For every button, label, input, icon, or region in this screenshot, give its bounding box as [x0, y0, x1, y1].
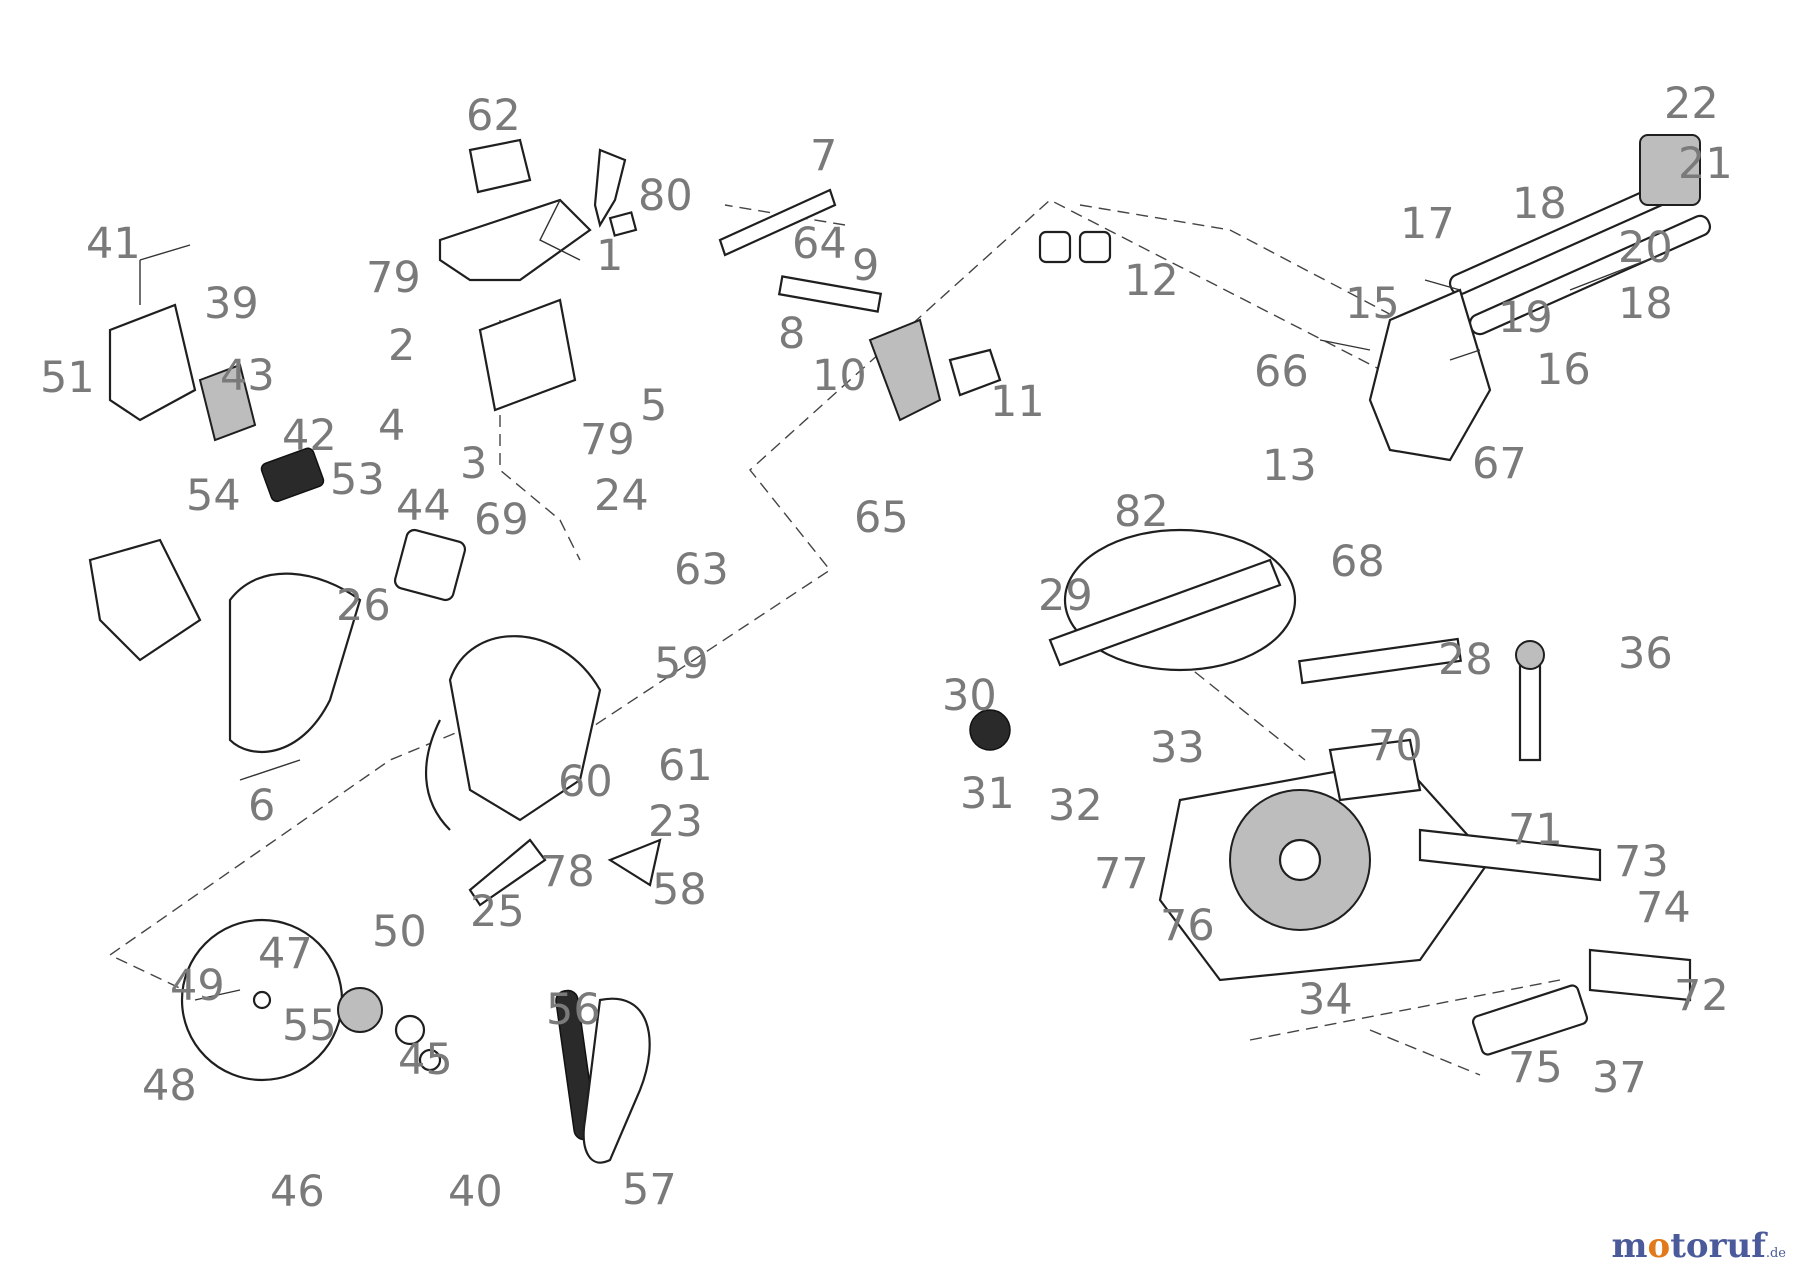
callout-48: 48: [142, 1061, 197, 1111]
callout-13: 13: [1262, 441, 1317, 491]
brand-domain: .de: [1765, 1246, 1786, 1261]
callout-53: 53: [330, 455, 385, 505]
callout-76: 76: [1160, 901, 1215, 951]
callout-37: 37: [1592, 1053, 1647, 1103]
callout-75: 75: [1508, 1043, 1563, 1093]
motor-housing-part: [108, 303, 197, 422]
callout-60: 60: [558, 757, 613, 807]
handle-part: [468, 138, 532, 194]
callout-74: 74: [1636, 883, 1691, 933]
callout-21: 21: [1678, 139, 1733, 189]
callout-67: 67: [1472, 439, 1527, 489]
callout-43: 43: [220, 351, 275, 401]
leader-lines: [139, 199, 1661, 1001]
callout-24: 24: [594, 471, 649, 521]
callout-29: 29: [1038, 571, 1093, 621]
callout-34: 34: [1298, 975, 1353, 1025]
callout-58: 58: [652, 865, 707, 915]
callout-11: 11: [990, 377, 1045, 427]
callout-32: 32: [1048, 781, 1103, 831]
callout-66: 66: [1254, 347, 1309, 397]
callout-46: 46: [270, 1167, 325, 1217]
callout-1: 1: [596, 231, 623, 281]
callout-47: 47: [258, 929, 313, 979]
callout-55: 55: [282, 1001, 337, 1051]
callout-49: 49: [170, 961, 225, 1011]
callout-39: 39: [204, 279, 259, 329]
callout-26: 26: [336, 581, 391, 631]
blade-wrench-part: [468, 838, 547, 907]
callout-62: 62: [466, 91, 521, 141]
callout-71: 71: [1508, 805, 1563, 855]
callout-40: 40: [448, 1167, 503, 1217]
callout-7: 7: [810, 131, 837, 181]
upper-blade-guard-part: [228, 572, 362, 754]
callout-77: 77: [1094, 849, 1149, 899]
callout-2: 2: [388, 321, 415, 371]
callout-41: 41: [86, 219, 141, 269]
callout-15: 15: [1345, 279, 1400, 329]
callout-64: 64: [792, 219, 847, 269]
callout-57: 57: [622, 1165, 677, 1215]
callout-42: 42: [282, 411, 337, 461]
callout-79: 79: [366, 253, 421, 303]
callout-70: 70: [1368, 721, 1423, 771]
callout-65: 65: [854, 493, 909, 543]
callout-31: 31: [960, 769, 1015, 819]
callout-19: 19: [1498, 293, 1553, 343]
saw-arm-part: [448, 635, 602, 822]
callout-23: 23: [648, 797, 703, 847]
brand-prefix: m: [1611, 1226, 1648, 1266]
brand-o: o: [1647, 1226, 1671, 1266]
callout-30: 30: [942, 671, 997, 721]
callout-20: 20: [1618, 223, 1673, 273]
callout-9: 9: [852, 241, 879, 291]
callout-61: 61: [658, 741, 713, 791]
callout-51: 51: [40, 353, 95, 403]
callout-69: 69: [474, 495, 529, 545]
callout-54: 54: [186, 471, 241, 521]
callout-17: 17: [1400, 199, 1455, 249]
callout-18b: 18: [1618, 279, 1673, 329]
callout-22: 22: [1664, 79, 1719, 129]
callout-33: 33: [1150, 723, 1205, 773]
callout-28: 28: [1438, 635, 1493, 685]
callout-45: 45: [398, 1035, 453, 1085]
parts: [88, 134, 1712, 1164]
callout-68: 68: [1330, 537, 1385, 587]
callout-36: 36: [1618, 629, 1673, 679]
brand-rest: toruf: [1670, 1226, 1766, 1266]
callout-25: 25: [470, 887, 525, 937]
callout-72: 72: [1674, 971, 1729, 1021]
callout-82: 82: [1114, 487, 1169, 537]
top-housing-part: [438, 198, 592, 282]
callout-63: 63: [674, 545, 729, 595]
callout-3: 3: [460, 439, 487, 489]
callout-4: 4: [378, 401, 405, 451]
callout-59: 59: [654, 639, 709, 689]
callout-73: 73: [1614, 837, 1669, 887]
callout-56: 56: [546, 985, 601, 1035]
callout-16: 16: [1536, 345, 1591, 395]
callout-5: 5: [640, 381, 667, 431]
motor-plate-part: [478, 298, 577, 412]
callout-12: 12: [1124, 256, 1179, 306]
callout-18: 18: [1512, 179, 1567, 229]
callout-10: 10: [812, 351, 867, 401]
callout-6: 6: [248, 781, 275, 831]
callout-78: 78: [540, 847, 595, 897]
callout-labels: 1 2 3 4 5 6 7 8 9 10 11 12 13 15 16 17 1…: [40, 79, 1733, 1217]
callout-79b: 79: [580, 415, 635, 465]
callout-80: 80: [638, 171, 693, 221]
callout-50: 50: [372, 907, 427, 957]
callout-44: 44: [396, 481, 451, 531]
callout-8: 8: [778, 309, 805, 359]
brand-watermark: motoruf.de: [1612, 1226, 1786, 1266]
